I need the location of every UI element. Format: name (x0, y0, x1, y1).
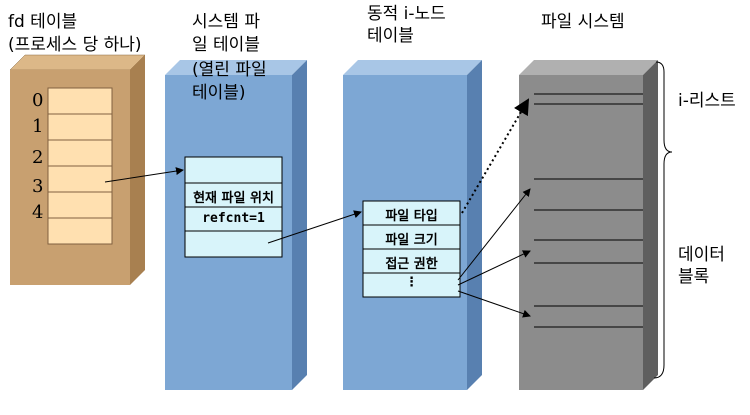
fd-table-title: fd 테이블 (8, 12, 78, 32)
fd-slots (47, 87, 113, 245)
file-type-label: 파일 타입 (385, 209, 438, 224)
arrow-inode-to-block-3 (457, 290, 531, 318)
file-system-block-lines (534, 93, 643, 328)
i-list-brace (655, 61, 673, 165)
data-blocks-label-line1: 데이터 (678, 245, 725, 265)
inode-table-title-line1: 동적 i-노드 (367, 4, 446, 24)
data-blocks-brace (653, 164, 665, 379)
system-file-table-title-line2: 일 테이블 (192, 35, 260, 55)
more-fields-ellipsis: ⋮ (405, 275, 418, 290)
arrow-inode-to-block-2 (457, 250, 531, 286)
arrow-inode-to-block-1 (457, 188, 531, 281)
inode-table-title-line2: 테이블 (367, 26, 414, 46)
fd-index-3: 3 (32, 176, 44, 197)
data-blocks-label-line2: 블록 (678, 267, 710, 287)
system-file-table-title-line1: 시스템 파 (192, 12, 260, 32)
file-size-label: 파일 크기 (385, 233, 438, 248)
arrow-fd3-to-file-table (104, 167, 184, 183)
file-system-title: 파일 시스템 (541, 12, 625, 32)
fd-index-0: 0 (32, 90, 44, 111)
fd-index-1: 1 (32, 116, 44, 137)
inode-entry-box (362, 200, 461, 298)
refcnt-label: refcnt=1 (202, 211, 265, 226)
fd-table-subtitle: (프로세스 당 하나) (8, 35, 142, 55)
fd-index-4: 4 (32, 202, 44, 223)
file-table-entry-box (184, 156, 283, 258)
system-file-table-title-line3: (열린 파일 (192, 60, 267, 80)
i-list-label: i-리스트 (678, 91, 736, 111)
arrow-inode-to-ilist (461, 98, 530, 214)
system-file-table-title-line4: 테이블) (192, 83, 246, 103)
access-permission-label: 접근 권한 (385, 257, 438, 272)
fd-index-2: 2 (32, 147, 44, 168)
file-system-box (519, 60, 658, 390)
file-position-label: 현재 파일 위치 (193, 191, 274, 206)
arrow-file-table-to-inode (267, 210, 362, 244)
